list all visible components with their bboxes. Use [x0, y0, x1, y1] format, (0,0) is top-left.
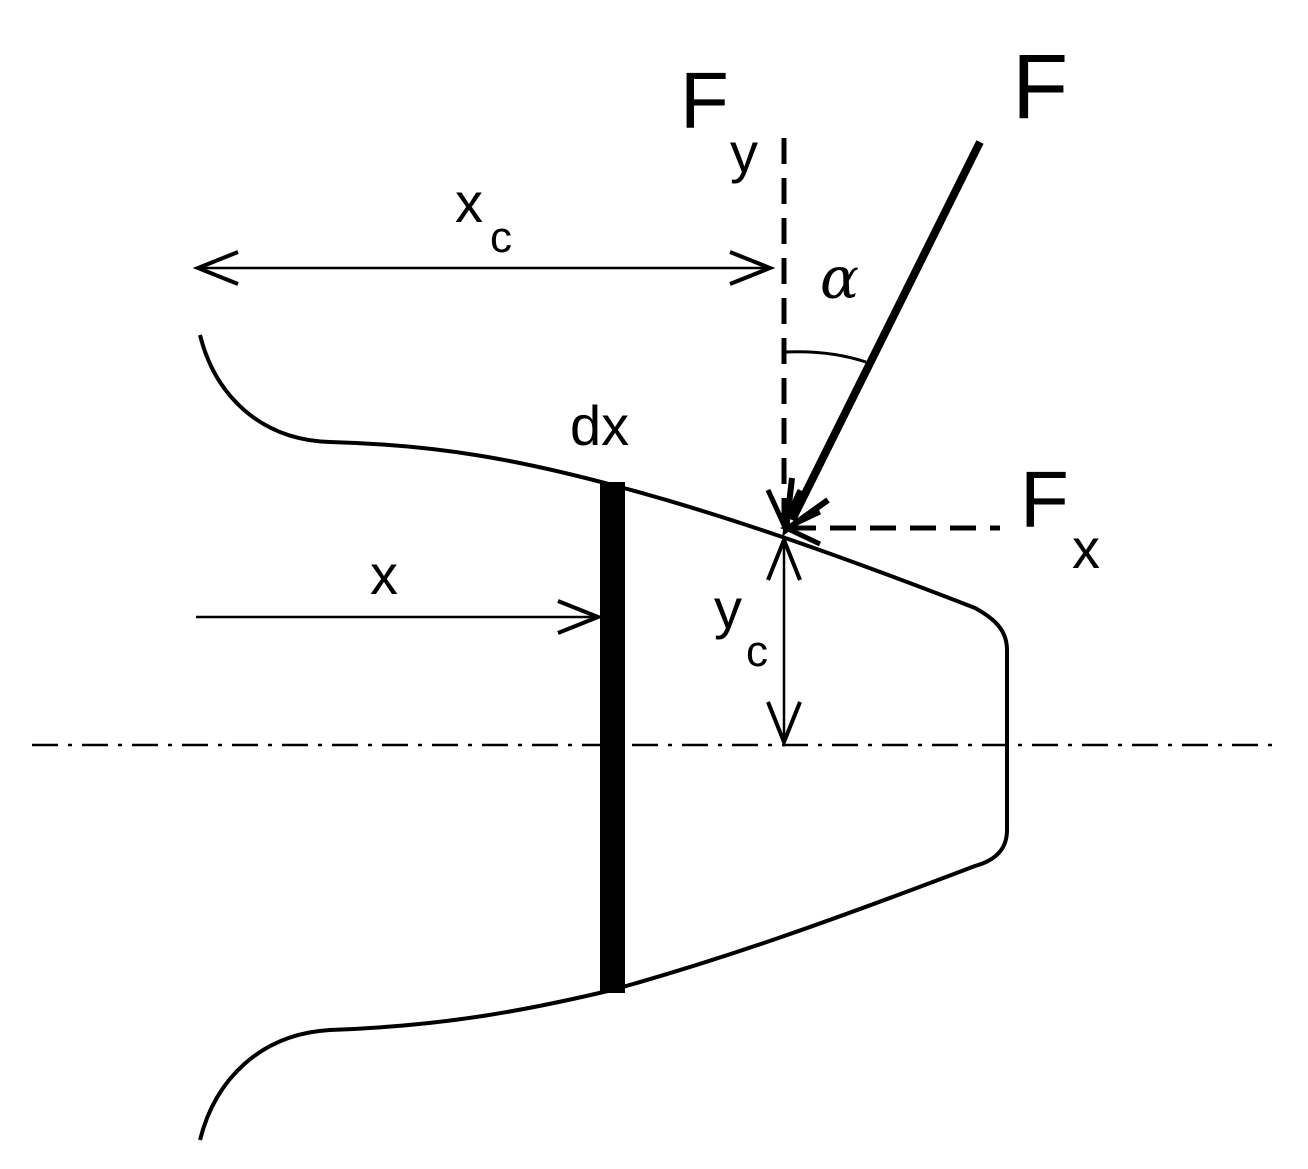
force-x-label: F — [1020, 455, 1069, 544]
dx-label: dx — [570, 394, 629, 457]
xc-subscript: c — [490, 213, 512, 262]
x-label: x — [370, 543, 398, 606]
yc-arrowhead-bottom — [766, 701, 802, 748]
xc-label: x — [455, 171, 483, 234]
xc-arrowhead-right — [729, 250, 776, 286]
yc-subscript: c — [746, 627, 768, 676]
force-x-subscript: x — [1072, 517, 1100, 580]
force-y-label: F — [680, 56, 729, 145]
xc-arrowhead-left — [192, 250, 239, 286]
force-label: F — [1012, 36, 1068, 138]
force-line — [788, 140, 984, 522]
alpha-arc — [783, 350, 867, 364]
yc-arrowhead-top — [766, 534, 802, 581]
x-arrowhead — [557, 599, 604, 635]
dx-slice — [600, 482, 625, 993]
tooth-outline — [198, 334, 1009, 1141]
alpha-label: α — [820, 244, 859, 312]
yc-label: y — [714, 577, 742, 640]
force-arrowhead — [782, 477, 830, 537]
force-y-subscript: y — [730, 121, 758, 184]
